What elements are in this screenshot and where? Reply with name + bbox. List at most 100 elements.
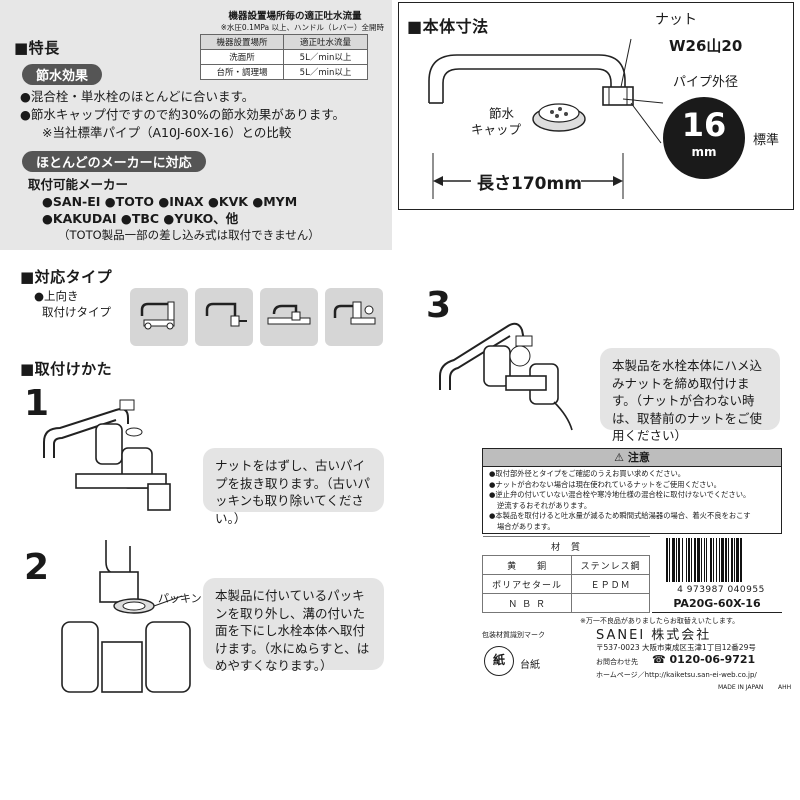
company-name: SANEI 株式会社 [596,628,712,643]
maker-line-2: ●KAKUDAI ●TBC ●YUKO、他 [42,211,239,226]
barcode [666,538,742,582]
barcode-bar [672,538,675,582]
types-sub-2: 取付けタイプ [42,305,111,319]
material-cell: 黄 銅 [481,555,573,575]
step-2-text: 本製品に付いているパッキンを取り外し、溝の付いた面を下にし水栓本体へ取付けます。… [203,578,384,673]
lot-code: AHH [778,684,792,691]
barcode-bar [669,538,670,582]
barcode-bar [682,538,683,582]
install-heading: ■取付けかた [20,360,113,378]
step-1-number: 1 [24,383,50,424]
step-2-number: 2 [24,547,50,588]
types-sub-1: ●上向き [34,289,79,303]
caution-item: 逆流するおそれがあります。 [497,500,592,510]
flow-cell: 台所・調理場 [199,64,285,80]
material-cell: ポリアセタール [481,574,573,594]
flow-header-location: 機器設置場所 [199,34,285,50]
maker-note: （TOTO製品一部の差し込み式は取付できません） [58,228,320,242]
recycle-paper-icon: 紙 [484,646,514,676]
diameter-circle: 16 mm [663,97,745,179]
flow-cell: 洗面所 [199,49,285,65]
step-3-number: 3 [426,285,452,326]
standard-label: 標準 [753,133,780,148]
barcode-bar [728,538,729,582]
barcode-bar [701,538,702,582]
company-address: 〒537-0023 大阪市東成区玉津1丁目12番29号 [596,643,756,652]
made-in: MADE IN JAPAN [718,684,764,691]
recycle-material: 台紙 [520,660,540,671]
recycle-mark-label: 包装材質識別マーク [482,631,545,639]
flow-table-subtitle: ※水圧0.1MPa 以上、ハンドル（レバー）全開時 [220,23,384,32]
barcode-bar [706,538,707,582]
barcode-bar [694,538,696,582]
flow-header-rate: 適正吐水流量 [283,34,368,50]
caution-item: ●ナットが合わない場合は現在使われているナットをご使用ください。 [489,479,721,489]
phone-label: お問合わせ先 [596,658,638,666]
barcode-bar [716,538,717,582]
feature-bullet-2: ●節水キャップ付ですので約30%の節水効果があります。 [20,107,345,122]
step-3-illustration [439,322,573,431]
barcode-bar [697,538,700,582]
step-1-illustration [43,399,171,511]
materials-header: 材 質 [482,536,650,556]
feature-bullet-1: ●混合栓・単水栓のほとんどに合います。 [20,89,255,104]
wall-mixer-faucet-icon [325,288,383,346]
barcode-bar [719,538,720,582]
single-faucet-icon [195,288,253,346]
barcode-bar [734,538,735,582]
barcode-bar [704,538,705,582]
barcode-bar [731,538,733,582]
dimensions-heading: ■本体寸法 [407,17,489,36]
barcode-bar [713,538,714,582]
features-panel: ■特長 節水効果 ●混合栓・単水栓のほとんどに合います。 ●節水キャップ付ですの… [0,0,392,250]
material-cell: ステンレス鋼 [571,555,650,575]
two-handle-faucet-icon [130,288,188,346]
maker-line-1: ●SAN-EI ●TOTO ●INAX ●KVK ●MYM [42,194,298,209]
cap-label-2: キャップ [471,122,522,137]
disclaimer: ※万一不良品がありましたらお取替えいたします。 [580,617,740,625]
packing-label: パッキン [158,592,202,605]
barcode-bar [678,538,680,582]
material-cell: Ｎ Ｂ Ｒ [481,593,573,613]
dimensions-box: ■本体寸法 ナット W26山20 パイプ外径 16 mm 標準 節水 キャップ … [398,2,794,210]
barcode-bar [710,538,712,582]
caution-item: 場合があります。 [497,521,555,531]
barcode-bar [691,538,692,582]
barcode-bar [721,538,724,582]
flow-table-title: 機器設置場所毎の適正吐水流量 [228,11,362,22]
homepage: ホームページ／http://kaiketsu.san-ei-web.co.jp/ [596,671,757,679]
barcode-bar [740,538,742,582]
caution-title: ⚠ 注意 [483,449,781,467]
material-cell [571,593,650,613]
deck-mount-faucet-icon [260,288,318,346]
caution-item: ●本製品を取付けると吐水量が減るため瞬間式給湯器の場合、着火不良をおこす [489,511,751,521]
materials-table: 材 質 黄 銅 ステンレス鋼 ポリアセタール ＥＰＤＭ Ｎ Ｂ Ｒ [481,536,650,613]
maker-label: 取付可能メーカー [28,177,129,192]
features-heading: ■特長 [14,39,60,57]
phone-number: ☎ 0120-06-9721 [652,653,756,666]
product-code: PA20G-60X-16 [673,597,761,610]
barcode-bar [688,538,690,582]
barcode-bar [676,538,677,582]
barcode-bar [725,538,727,582]
barcode-number: 4 973987 040955 [677,585,765,595]
flow-cell: 5L／min以上 [283,64,368,80]
nut-label: ナット [655,12,697,28]
product-code-rule [652,612,782,613]
pipe-diameter-label: パイプ外径 [673,75,739,90]
flow-table: 機器設置場所 適正吐水流量 洗面所 5L／min以上 台所・調理場 5L／min… [199,34,368,80]
feature-note: ※当社標準パイプ（A10J-60X-16）との比較 [42,125,292,140]
length-label: 長さ170mm [477,174,582,194]
barcode-bar [736,538,739,582]
flow-cell: 5L／min以上 [283,49,368,65]
diameter-unit: mm [691,145,717,159]
caution-box: ⚠ 注意 ●取付部外径とタイプをご確認のうえお買い求めください。 ●ナットが合わ… [482,448,782,534]
barcode-bar [686,538,687,582]
diameter-value: 16 [681,106,727,144]
material-cell: ＥＰＤＭ [571,574,650,594]
caution-item: ●取付部外径とタイプをご確認のうえお買い求めください。 [489,469,686,478]
spout-pipe-diagram [428,38,664,199]
caution-item: ●逆止弁の付いていない混合栓や寒冷地仕様の混合栓に取付けないでください。 [489,490,751,500]
step-1-text: ナットをはずし、古いパイプを抜き取ります。（古いパッキンも取り除いてください。） [203,448,384,526]
maker-pill: ほとんどのメーカーに対応 [22,151,206,172]
